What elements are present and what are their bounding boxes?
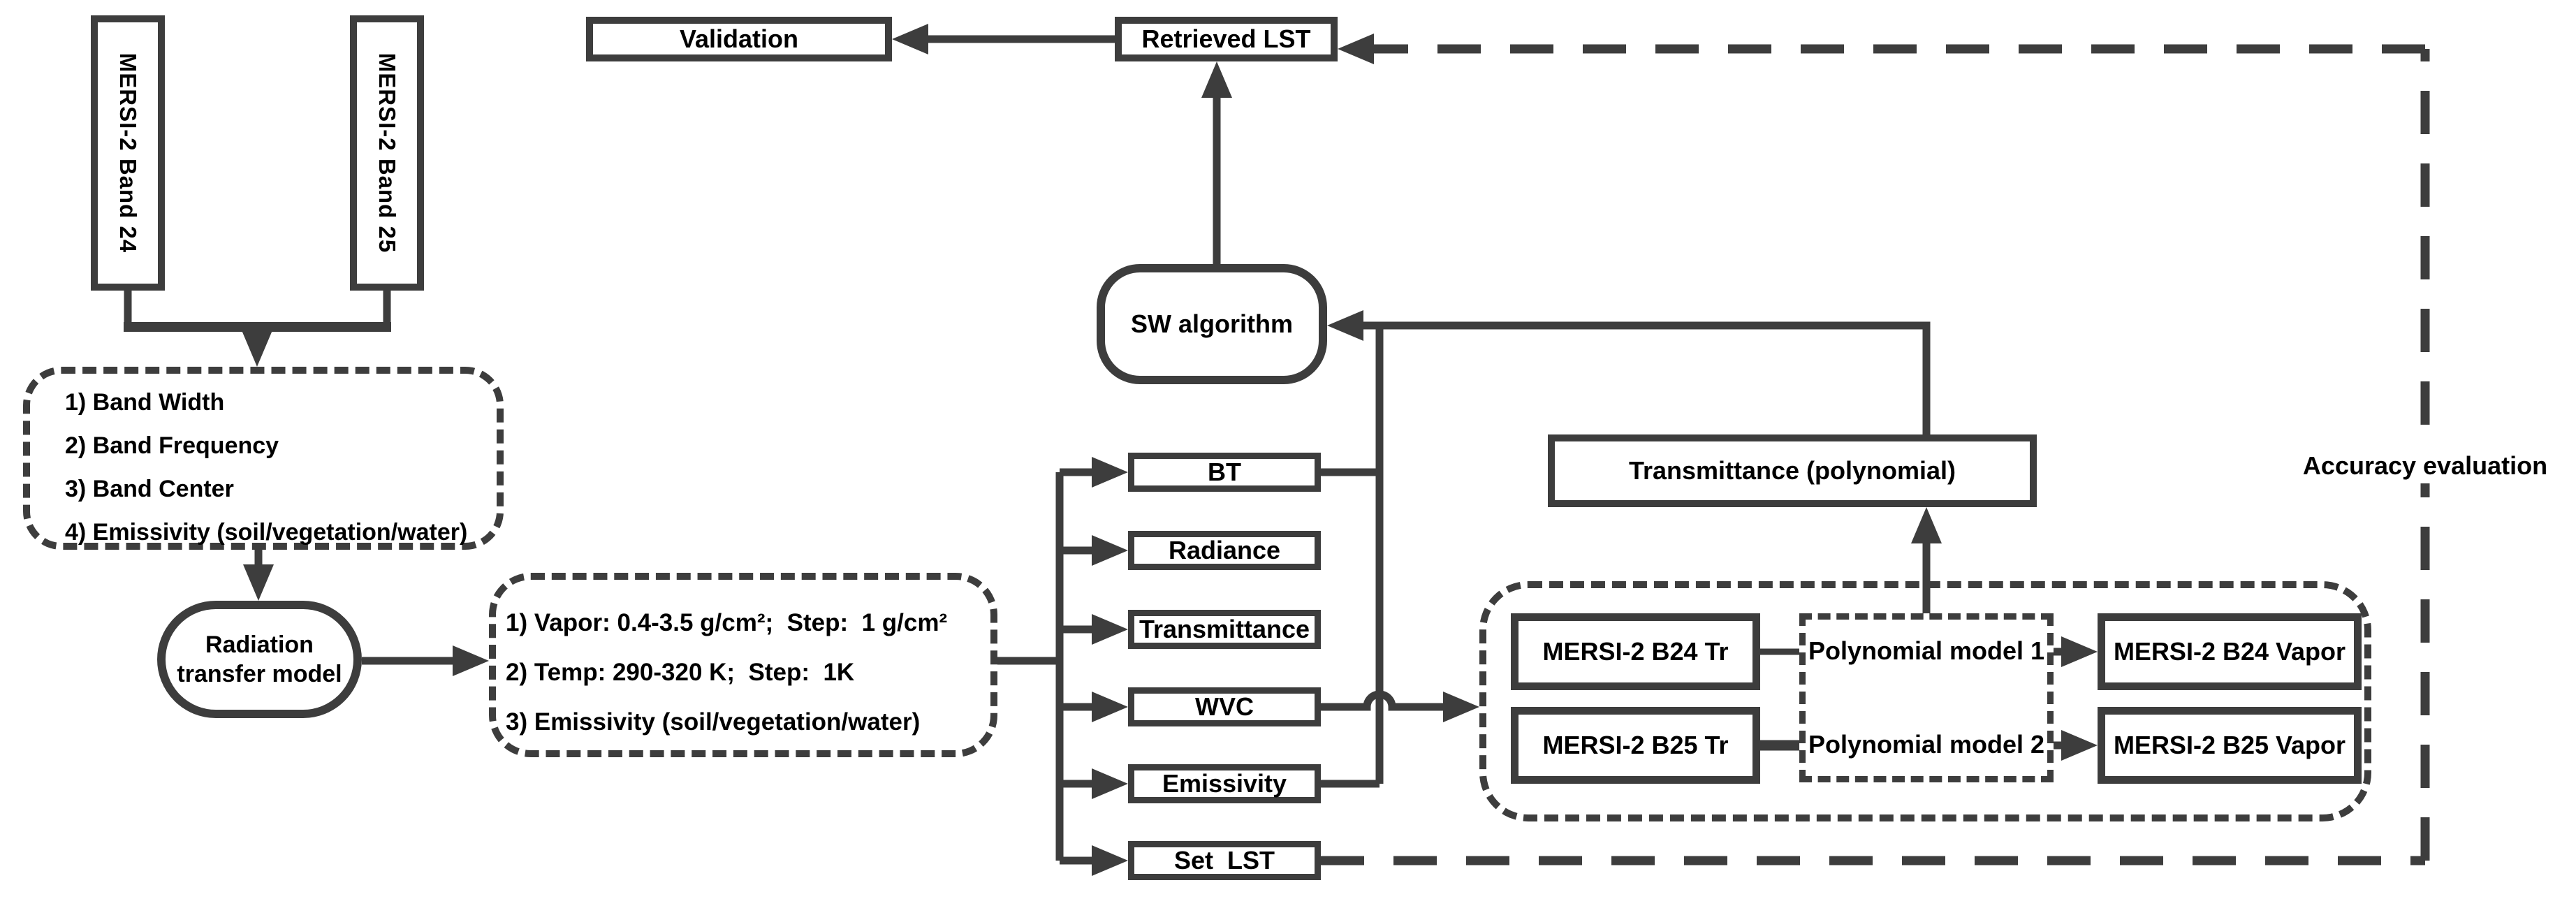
- radiation-model-line-2: transfer model: [177, 661, 342, 687]
- radiation-model-line-1: Radiation: [205, 631, 314, 658]
- b25-tr-label: MERSI-2 B25 Tr: [1542, 731, 1729, 759]
- node-radiance: Radiance: [1128, 531, 1321, 570]
- sw-algorithm-label: SW algorithm: [1131, 309, 1293, 338]
- band-param-line-4: 4) Emissivity (soil/vegetation/water): [65, 519, 468, 546]
- node-transmittance-polynomial: Transmittance (polynomial): [1548, 434, 2037, 507]
- line-transpoly-to-sw: [1361, 321, 1931, 434]
- arrowhead-into-sw-algorithm: [1327, 310, 1363, 341]
- node-band-parameters: 1) Band Width 2) Band Frequency 3) Band …: [23, 367, 504, 550]
- retrieved-lst-label: Retrieved LST: [1141, 24, 1311, 53]
- mersi2-band25-label: MERSI-2 Band 25: [374, 52, 400, 254]
- polynomial-model-2-label: Polynomial model 2: [1808, 730, 2045, 759]
- mersi2-band24-label: MERSI-2 Band 24: [115, 52, 141, 254]
- node-mersi2-b24-tr: MERSI-2 B24 Tr: [1511, 613, 1760, 690]
- radiation-transfer-model-label: Radiation transfer model: [177, 630, 342, 689]
- group-vapor-estimation: [1479, 581, 2371, 821]
- arrowhead-into-validation: [892, 24, 928, 54]
- node-radiation-transfer-model: Radiation transfer model: [157, 601, 362, 718]
- arrowhead-into-b25-vapor: [2061, 730, 2098, 761]
- node-bt: BT: [1128, 453, 1321, 492]
- b25-vapor-label: MERSI-2 B25 Vapor: [2113, 731, 2346, 759]
- set-lst-label: Set LST: [1173, 846, 1275, 875]
- node-sw-algorithm: SW algorithm: [1097, 264, 1327, 384]
- accuracy-evaluation-label: Accuracy evaluation: [2271, 448, 2576, 483]
- band-param-line-1: 1) Band Width: [65, 389, 225, 416]
- arrowhead-into-bt: [1092, 457, 1128, 488]
- emissivity-label: Emissivity: [1162, 769, 1287, 798]
- arrowhead-into-radiation-model: [243, 564, 274, 601]
- node-emissivity: Emissivity: [1128, 764, 1321, 803]
- node-retrieved-lst: Retrieved LST: [1115, 17, 1338, 61]
- node-transmittance: Transmittance: [1128, 610, 1321, 649]
- arrowhead-into-radiance: [1092, 535, 1128, 566]
- arrowhead-into-emissivity: [1092, 768, 1128, 799]
- radiance-label: Radiance: [1168, 536, 1281, 564]
- arrowhead-into-b24-vapor: [2061, 636, 2098, 667]
- node-mersi2-band24: MERSI-2 Band 24: [91, 15, 165, 291]
- node-polynomial-models-box: [1799, 613, 2054, 782]
- arrowhead-into-transmittance-poly: [1911, 507, 1942, 543]
- arrowhead-into-sim-params: [453, 645, 489, 676]
- node-mersi2-b25-tr: MERSI-2 B25 Tr: [1511, 707, 1760, 784]
- wvc-label: WVC: [1195, 692, 1254, 721]
- sim-param-line-2: 2) Temp: 290-320 K; Step: 1K: [506, 659, 855, 686]
- node-set-lst: Set LST: [1128, 841, 1321, 880]
- arrowhead-into-setlst: [1092, 845, 1128, 876]
- transmittance-label: Transmittance: [1139, 615, 1310, 643]
- sim-param-line-1: 1) Vapor: 0.4-3.5 g/cm²; Step: 1 g/cm²: [506, 609, 948, 636]
- node-simulation-parameters: 1) Vapor: 0.4-3.5 g/cm²; Step: 1 g/cm² 2…: [489, 573, 997, 757]
- validation-label: Validation: [679, 24, 799, 53]
- band-param-line-2: 2) Band Frequency: [65, 432, 279, 459]
- arrowhead-into-retrieved-lst: [1201, 61, 1232, 98]
- node-validation: Validation: [586, 17, 892, 61]
- arrowhead-into-band-params: [242, 330, 272, 367]
- arrowhead-into-wvc: [1092, 692, 1128, 722]
- transmittance-polynomial-label: Transmittance (polynomial): [1628, 456, 1956, 485]
- node-mersi2-band25: MERSI-2 Band 25: [350, 15, 424, 291]
- line-wvc-to-group: [1321, 690, 1446, 711]
- sim-param-line-3: 3) Emissivity (soil/vegetation/water): [506, 708, 921, 736]
- node-mersi2-b24-vapor: MERSI-2 B24 Vapor: [2098, 613, 2362, 690]
- arrowhead-into-vapor-group: [1443, 692, 1479, 722]
- b24-tr-label: MERSI-2 B24 Tr: [1542, 637, 1729, 666]
- band-param-line-3: 3) Band Center: [65, 476, 234, 502]
- node-wvc: WVC: [1128, 687, 1321, 726]
- polynomial-model-1-label: Polynomial model 1: [1808, 636, 2045, 665]
- arrowhead-into-transmittance: [1092, 614, 1128, 645]
- node-mersi2-b25-vapor: MERSI-2 B25 Vapor: [2098, 707, 2362, 784]
- b24-vapor-label: MERSI-2 B24 Vapor: [2113, 637, 2346, 666]
- bt-label: BT: [1208, 458, 1241, 486]
- arrowhead-feedback-into-retrieved: [1338, 34, 1374, 64]
